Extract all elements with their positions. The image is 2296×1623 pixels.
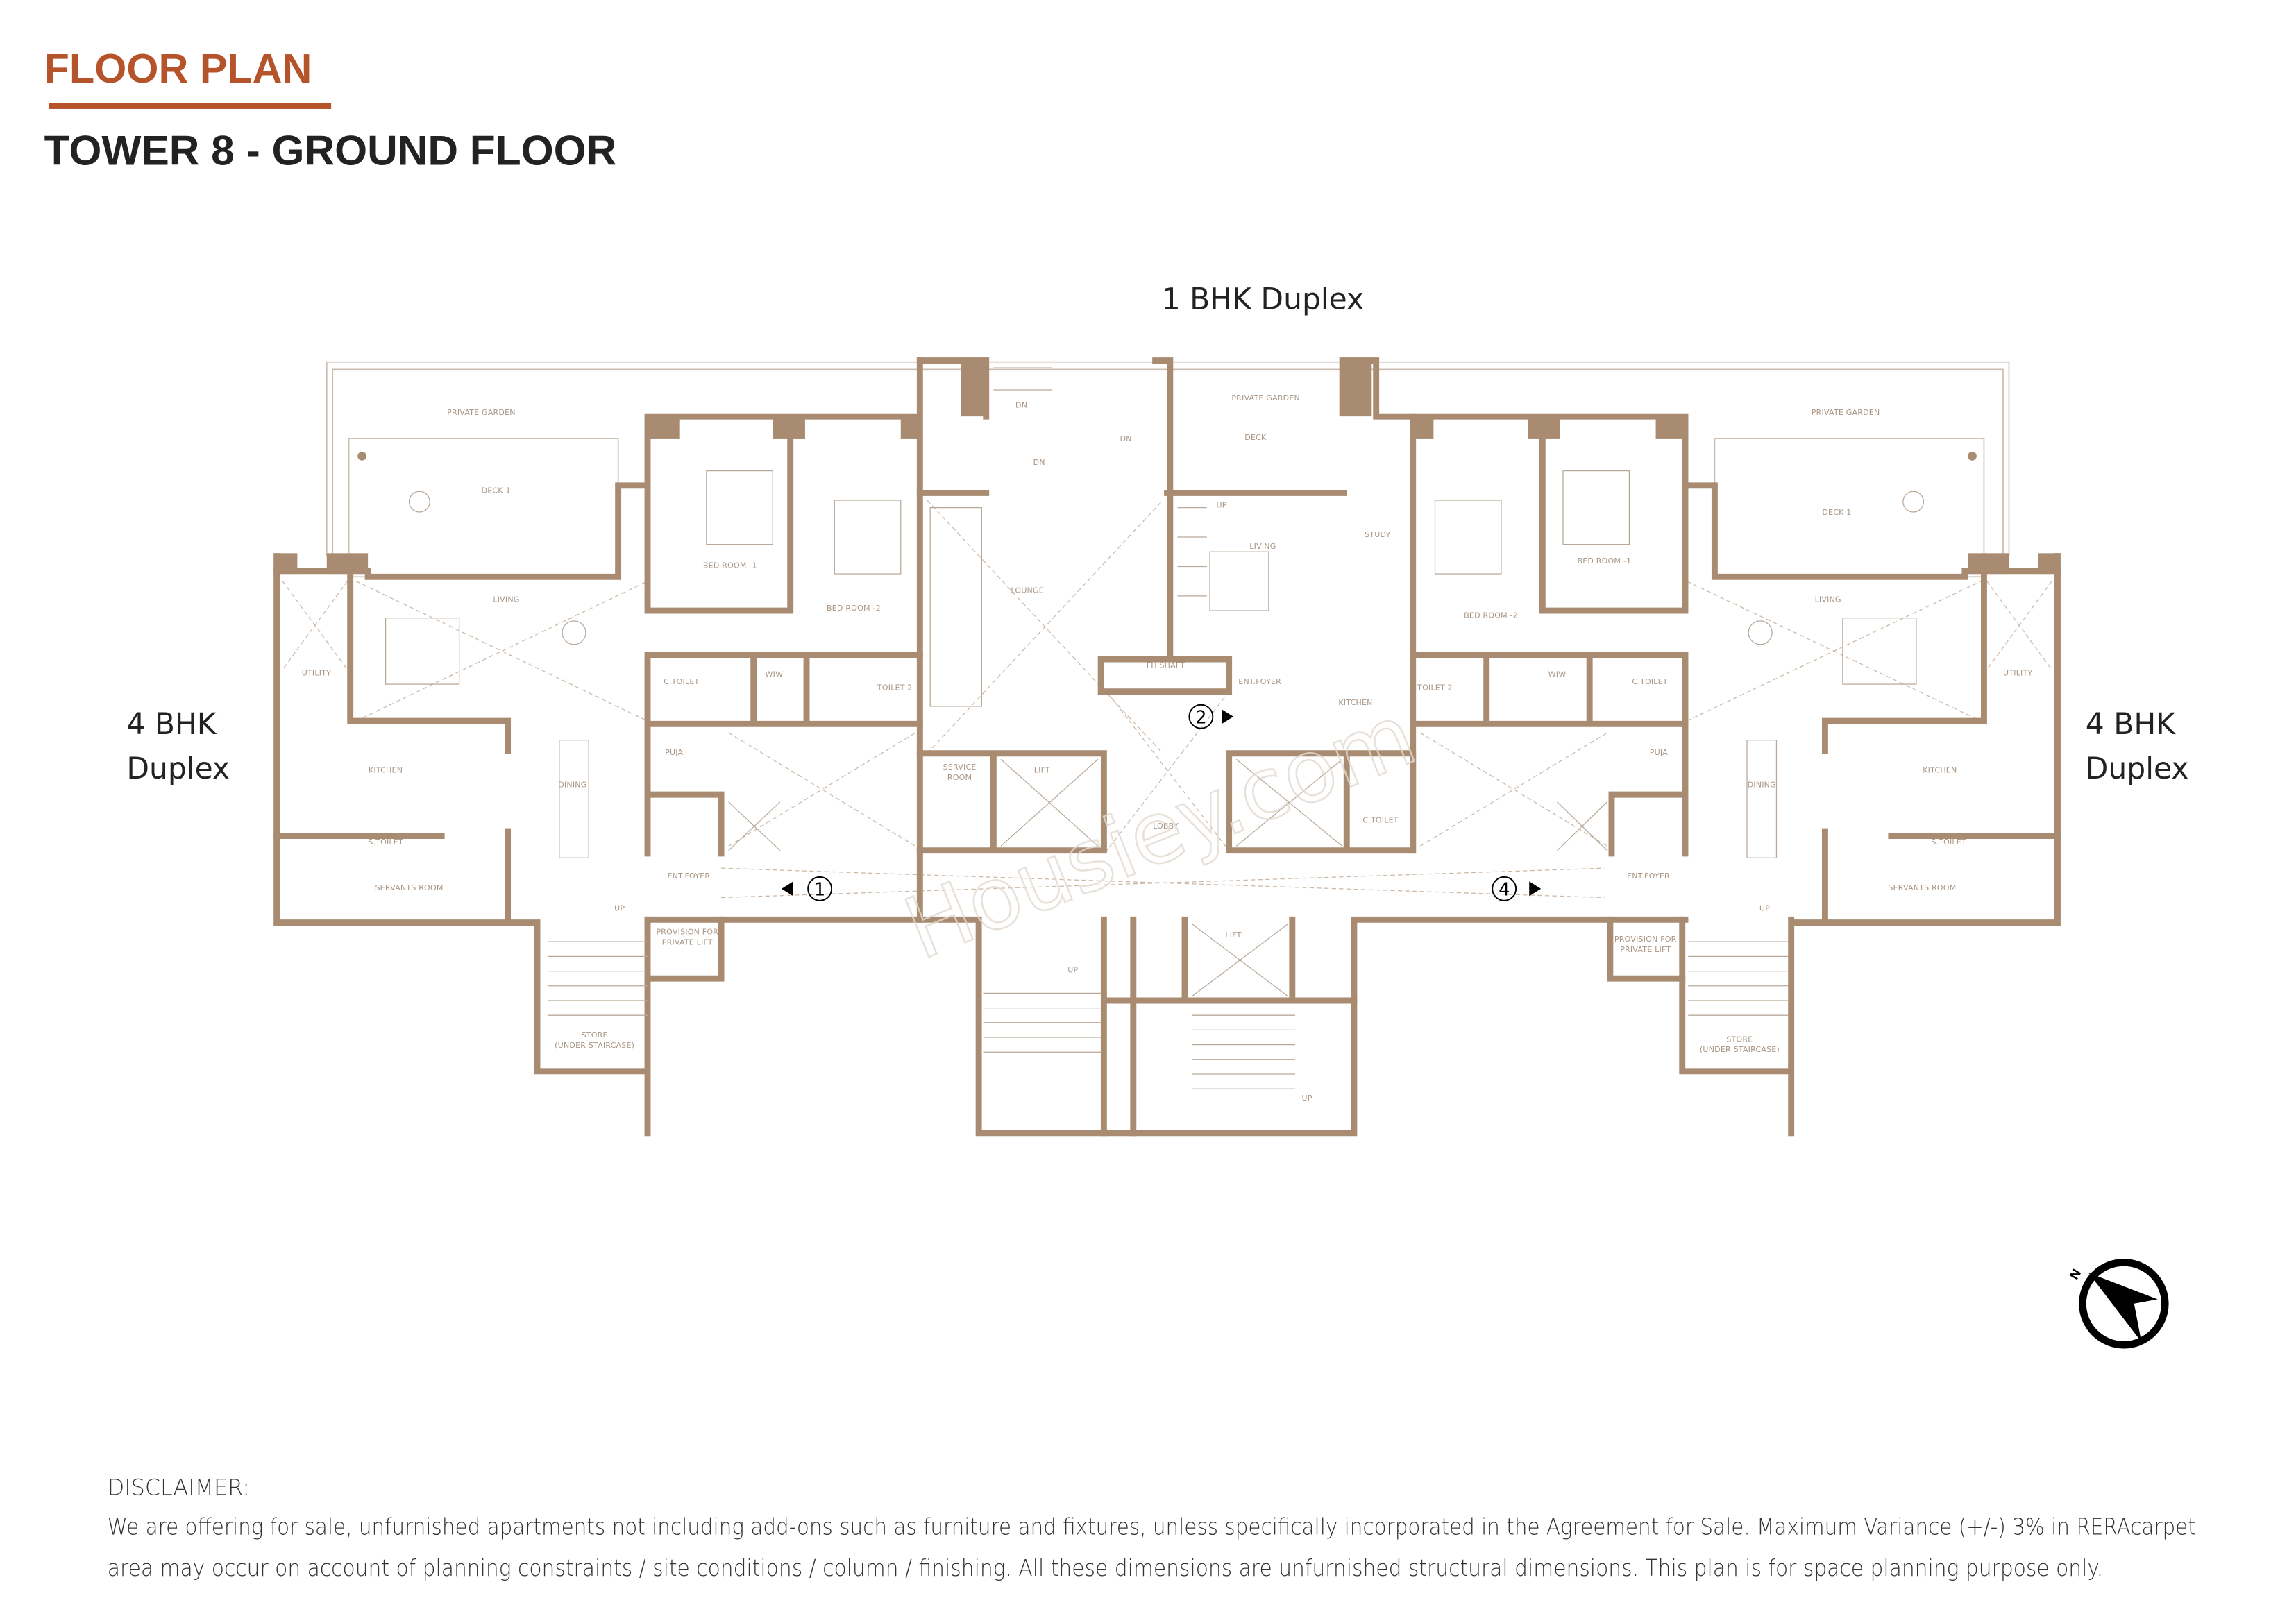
room-label: STORE	[1726, 1035, 1753, 1044]
room-label: PROVISION FOR	[1614, 935, 1677, 944]
room-label: BED ROOM -2	[827, 604, 881, 613]
room-label: KITCHEN	[1338, 698, 1372, 707]
room-label: C.TOILET	[1632, 677, 1667, 686]
room-label: DECK 1	[482, 486, 511, 495]
room-labels-right: PRIVATE GARDEN DECK 1 LIVING UTILITY KIT…	[1417, 408, 2032, 1054]
columns	[276, 357, 2059, 575]
room-label: BED ROOM -2	[1464, 611, 1518, 620]
disclaimer-heading: DISCLAIMER:	[108, 1475, 250, 1500]
room-label: TOILET 2	[877, 683, 913, 692]
unit-label-right-line2: Duplex	[2086, 752, 2189, 786]
room-label: LOBBY	[1153, 822, 1179, 831]
room-label: LIVING	[1815, 595, 1841, 604]
room-label: PRIVATE GARDEN	[1231, 393, 1300, 402]
entry-marker-4: 4	[1492, 876, 1542, 901]
room-label: LOUNGE	[1011, 586, 1044, 595]
room-label: FH SHAFT	[1147, 661, 1185, 670]
room-label: DINING	[558, 781, 586, 790]
room-label: PRIVATE LIFT	[662, 937, 713, 946]
room-label: DINING	[1748, 781, 1776, 790]
unit-label-left-line1: 4 BHK	[126, 708, 217, 742]
north-label: N	[2067, 1267, 2084, 1282]
room-label: TOILET 2	[1417, 683, 1453, 692]
north-compass: N	[2067, 1259, 2169, 1349]
entry-number: 4	[1499, 878, 1510, 899]
room-label: PUJA	[1650, 748, 1668, 757]
room-label: STORE	[582, 1030, 608, 1039]
room-label: ROOM	[947, 773, 972, 782]
room-label: DN	[1120, 434, 1132, 443]
room-label: ENT.FOYER	[668, 872, 711, 881]
room-label: PROVISION FOR	[656, 928, 718, 937]
room-label: PUJA	[665, 748, 683, 757]
disclaimer-line-2: area may occur on account of planning co…	[108, 1554, 2103, 1581]
room-label: WIW	[766, 670, 784, 679]
room-label: DN	[1015, 400, 1027, 409]
disclaimer-line-1: We are offering for sale, unfurnished ap…	[108, 1513, 2196, 1540]
room-label: DECK 1	[1822, 508, 1851, 517]
room-label: KITCHEN	[369, 765, 403, 774]
entry-marker-1: 1	[781, 876, 833, 901]
arrow-right-icon	[1529, 881, 1542, 897]
room-label: C.TOILET	[1362, 815, 1398, 824]
arrow-right-icon	[1222, 709, 1233, 724]
title-underline	[48, 103, 332, 109]
room-label: (UNDER STAIRCASE)	[555, 1041, 634, 1050]
room-label: PRIVATE GARDEN	[447, 408, 516, 417]
room-label: UP	[614, 904, 625, 913]
room-label: C.TOILET	[664, 677, 699, 686]
dashed-guides	[282, 500, 2052, 899]
floor-plan	[273, 357, 2061, 1137]
room-label: UP	[1067, 966, 1078, 975]
page-subtitle: TOWER 8 - GROUND FLOOR	[44, 127, 617, 174]
staircases	[547, 367, 1789, 1089]
arrow-left-icon	[781, 881, 793, 897]
room-label: LIVING	[493, 595, 519, 604]
unit-label-left-line2: Duplex	[126, 752, 230, 786]
room-label: UTILITY	[2003, 668, 2032, 677]
room-label: DECK	[1244, 433, 1267, 442]
room-label: SERVANTS ROOM	[375, 883, 443, 892]
room-label: SERVANTS ROOM	[1888, 883, 1956, 892]
room-label: S.TOILET	[1931, 838, 1966, 847]
room-label: UP	[1216, 501, 1226, 510]
room-label: WIW	[1548, 670, 1567, 679]
entry-number: 1	[814, 878, 825, 899]
entry-number: 2	[1195, 706, 1206, 727]
room-label: PRIVATE LIFT	[1620, 945, 1671, 954]
room-label: UP	[1301, 1094, 1312, 1103]
north-arrow-icon	[2088, 1273, 2158, 1342]
room-labels-core: DN DN DN LOUNGE SERVICE ROOM LIFT LOBBY …	[943, 393, 1399, 1103]
room-label: ENT.FOYER	[1627, 872, 1670, 881]
room-label: LIFT	[1034, 765, 1050, 774]
room-label: (UNDER STAIRCASE)	[1700, 1045, 1780, 1054]
room-label: ENT.FOYER	[1238, 677, 1281, 686]
room-label: BED ROOM -1	[703, 561, 757, 570]
lift-shafts	[728, 758, 1608, 997]
room-label: PRIVATE GARDEN	[1812, 408, 1880, 417]
room-label: S.TOILET	[368, 838, 403, 847]
room-label: KITCHEN	[1923, 765, 1957, 774]
room-label: SERVICE	[943, 763, 977, 772]
walls	[273, 357, 2061, 1137]
entry-marker-2: 2	[1188, 704, 1233, 729]
room-label: UP	[1759, 904, 1770, 913]
page-title: FLOOR PLAN	[44, 45, 312, 92]
room-label: UTILITY	[302, 668, 331, 677]
room-label: LIVING	[1249, 542, 1276, 551]
furniture	[385, 470, 1925, 858]
room-label: LIFT	[1225, 931, 1241, 940]
room-label: BED ROOM -1	[1577, 556, 1631, 566]
unit-label-1bhk: 1 BHK Duplex	[1162, 282, 1364, 316]
room-label: DN	[1033, 458, 1045, 467]
room-label: STUDY	[1365, 530, 1391, 539]
unit-label-right-line1: 4 BHK	[2086, 708, 2176, 742]
room-labels-left: PRIVATE GARDEN DECK 1 LIVING UTILITY KIT…	[302, 408, 913, 1050]
